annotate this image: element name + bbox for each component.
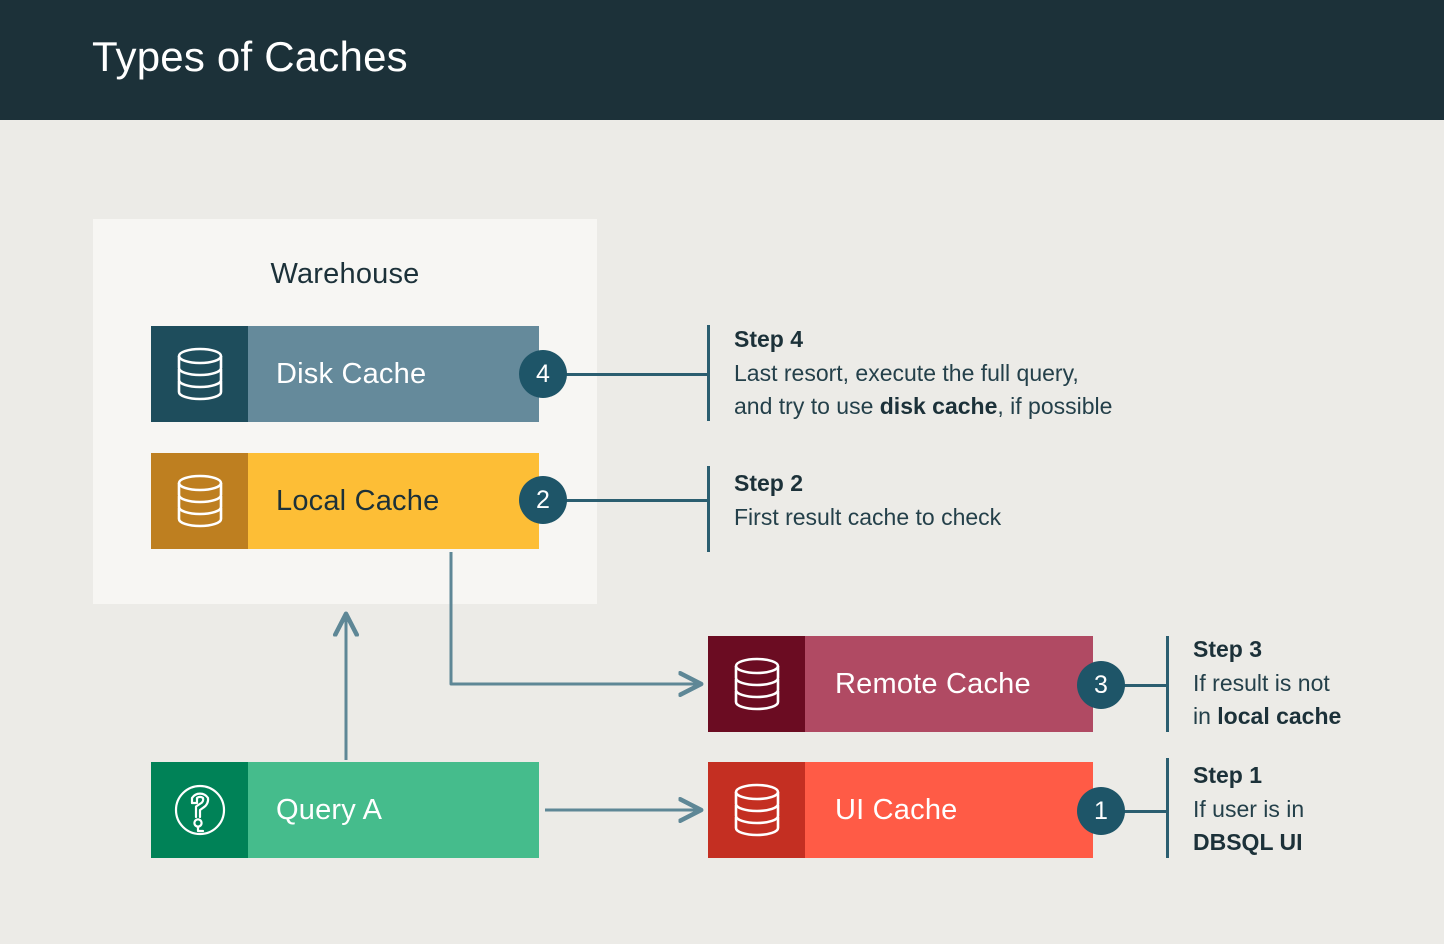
database-icon — [708, 636, 805, 732]
step-title-2: Step 2 — [734, 470, 804, 496]
step-desc-3-bold: local cache — [1217, 703, 1342, 729]
question-circle-icon — [151, 762, 248, 858]
cache-bar-disk-body: Disk Cache — [248, 326, 539, 422]
cache-bar-disk[interactable]: Disk Cache — [151, 326, 539, 422]
step-desc-1-line2: DBSQL UI — [1193, 826, 1304, 859]
database-icon — [708, 762, 805, 858]
step-title-4: Step 4 — [734, 326, 804, 352]
cache-label-remote: Remote Cache — [835, 667, 1031, 700]
bracket-line-step4 — [707, 325, 710, 421]
cache-bar-remote-body: Remote Cache — [805, 636, 1093, 732]
query-bar[interactable]: Query A — [151, 762, 539, 858]
step-desc-4-line2: and try to use disk cache, if possible — [734, 390, 1112, 423]
step-desc-4-tail: , if possible — [997, 393, 1113, 419]
connector-line-step2 — [566, 499, 709, 502]
step-desc-1-line1: If user is in — [1193, 796, 1305, 822]
step-badge-1[interactable]: 1 — [1077, 787, 1125, 835]
connector-line-step1 — [1124, 810, 1168, 813]
bracket-line-step1 — [1166, 758, 1169, 858]
cache-bar-remote[interactable]: Remote Cache — [708, 636, 1093, 732]
step-desc-3-lead: in — [1193, 703, 1218, 729]
cache-bar-ui[interactable]: UI Cache — [708, 762, 1093, 858]
cache-label-local: Local Cache — [276, 484, 440, 517]
step-desc-2-line1: First result cache to check — [734, 504, 1002, 530]
page-title: Types of Caches — [92, 33, 408, 80]
database-icon — [151, 453, 248, 549]
cache-bar-local-body: Local Cache — [248, 453, 539, 549]
step-title-1: Step 1 — [1193, 762, 1263, 788]
step-title-3: Step 3 — [1193, 636, 1263, 662]
connector-line-step3 — [1124, 684, 1168, 687]
step-desc-3-line2: in local cache — [1193, 700, 1341, 733]
database-icon — [151, 326, 248, 422]
query-label: Query A — [276, 793, 383, 826]
cache-label-ui: UI Cache — [835, 793, 958, 826]
step-desc-4-bold: disk cache — [879, 393, 998, 419]
bracket-line-step2 — [707, 466, 710, 552]
cache-bar-ui-body: UI Cache — [805, 762, 1093, 858]
step-badge-3[interactable]: 3 — [1077, 661, 1125, 709]
bracket-line-step3 — [1166, 636, 1169, 732]
step-desc-4-lead: and try to use — [734, 393, 880, 419]
step-text-2: Step 2 First result cache to check — [734, 470, 1001, 534]
step-desc-4-line1: Last resort, execute the full query, — [734, 360, 1079, 386]
header-bar: Types of Caches — [0, 0, 1444, 120]
cache-bar-local[interactable]: Local Cache — [151, 453, 539, 549]
step-desc-1-bold: DBSQL UI — [1193, 829, 1303, 855]
cache-label-disk: Disk Cache — [276, 357, 427, 390]
step-badge-4[interactable]: 4 — [519, 350, 567, 398]
step-text-4: Step 4 Last resort, execute the full que… — [734, 326, 1112, 423]
query-bar-body: Query A — [248, 762, 539, 858]
step-badge-2[interactable]: 2 — [519, 476, 567, 524]
warehouse-label: Warehouse — [270, 258, 420, 290]
step-desc-3-line1: If result is not — [1193, 670, 1330, 696]
step-text-1: Step 1 If user is in DBSQL UI — [1193, 762, 1304, 859]
step-text-3: Step 3 If result is not in local cache — [1193, 636, 1341, 733]
connector-line-step4 — [566, 373, 709, 376]
